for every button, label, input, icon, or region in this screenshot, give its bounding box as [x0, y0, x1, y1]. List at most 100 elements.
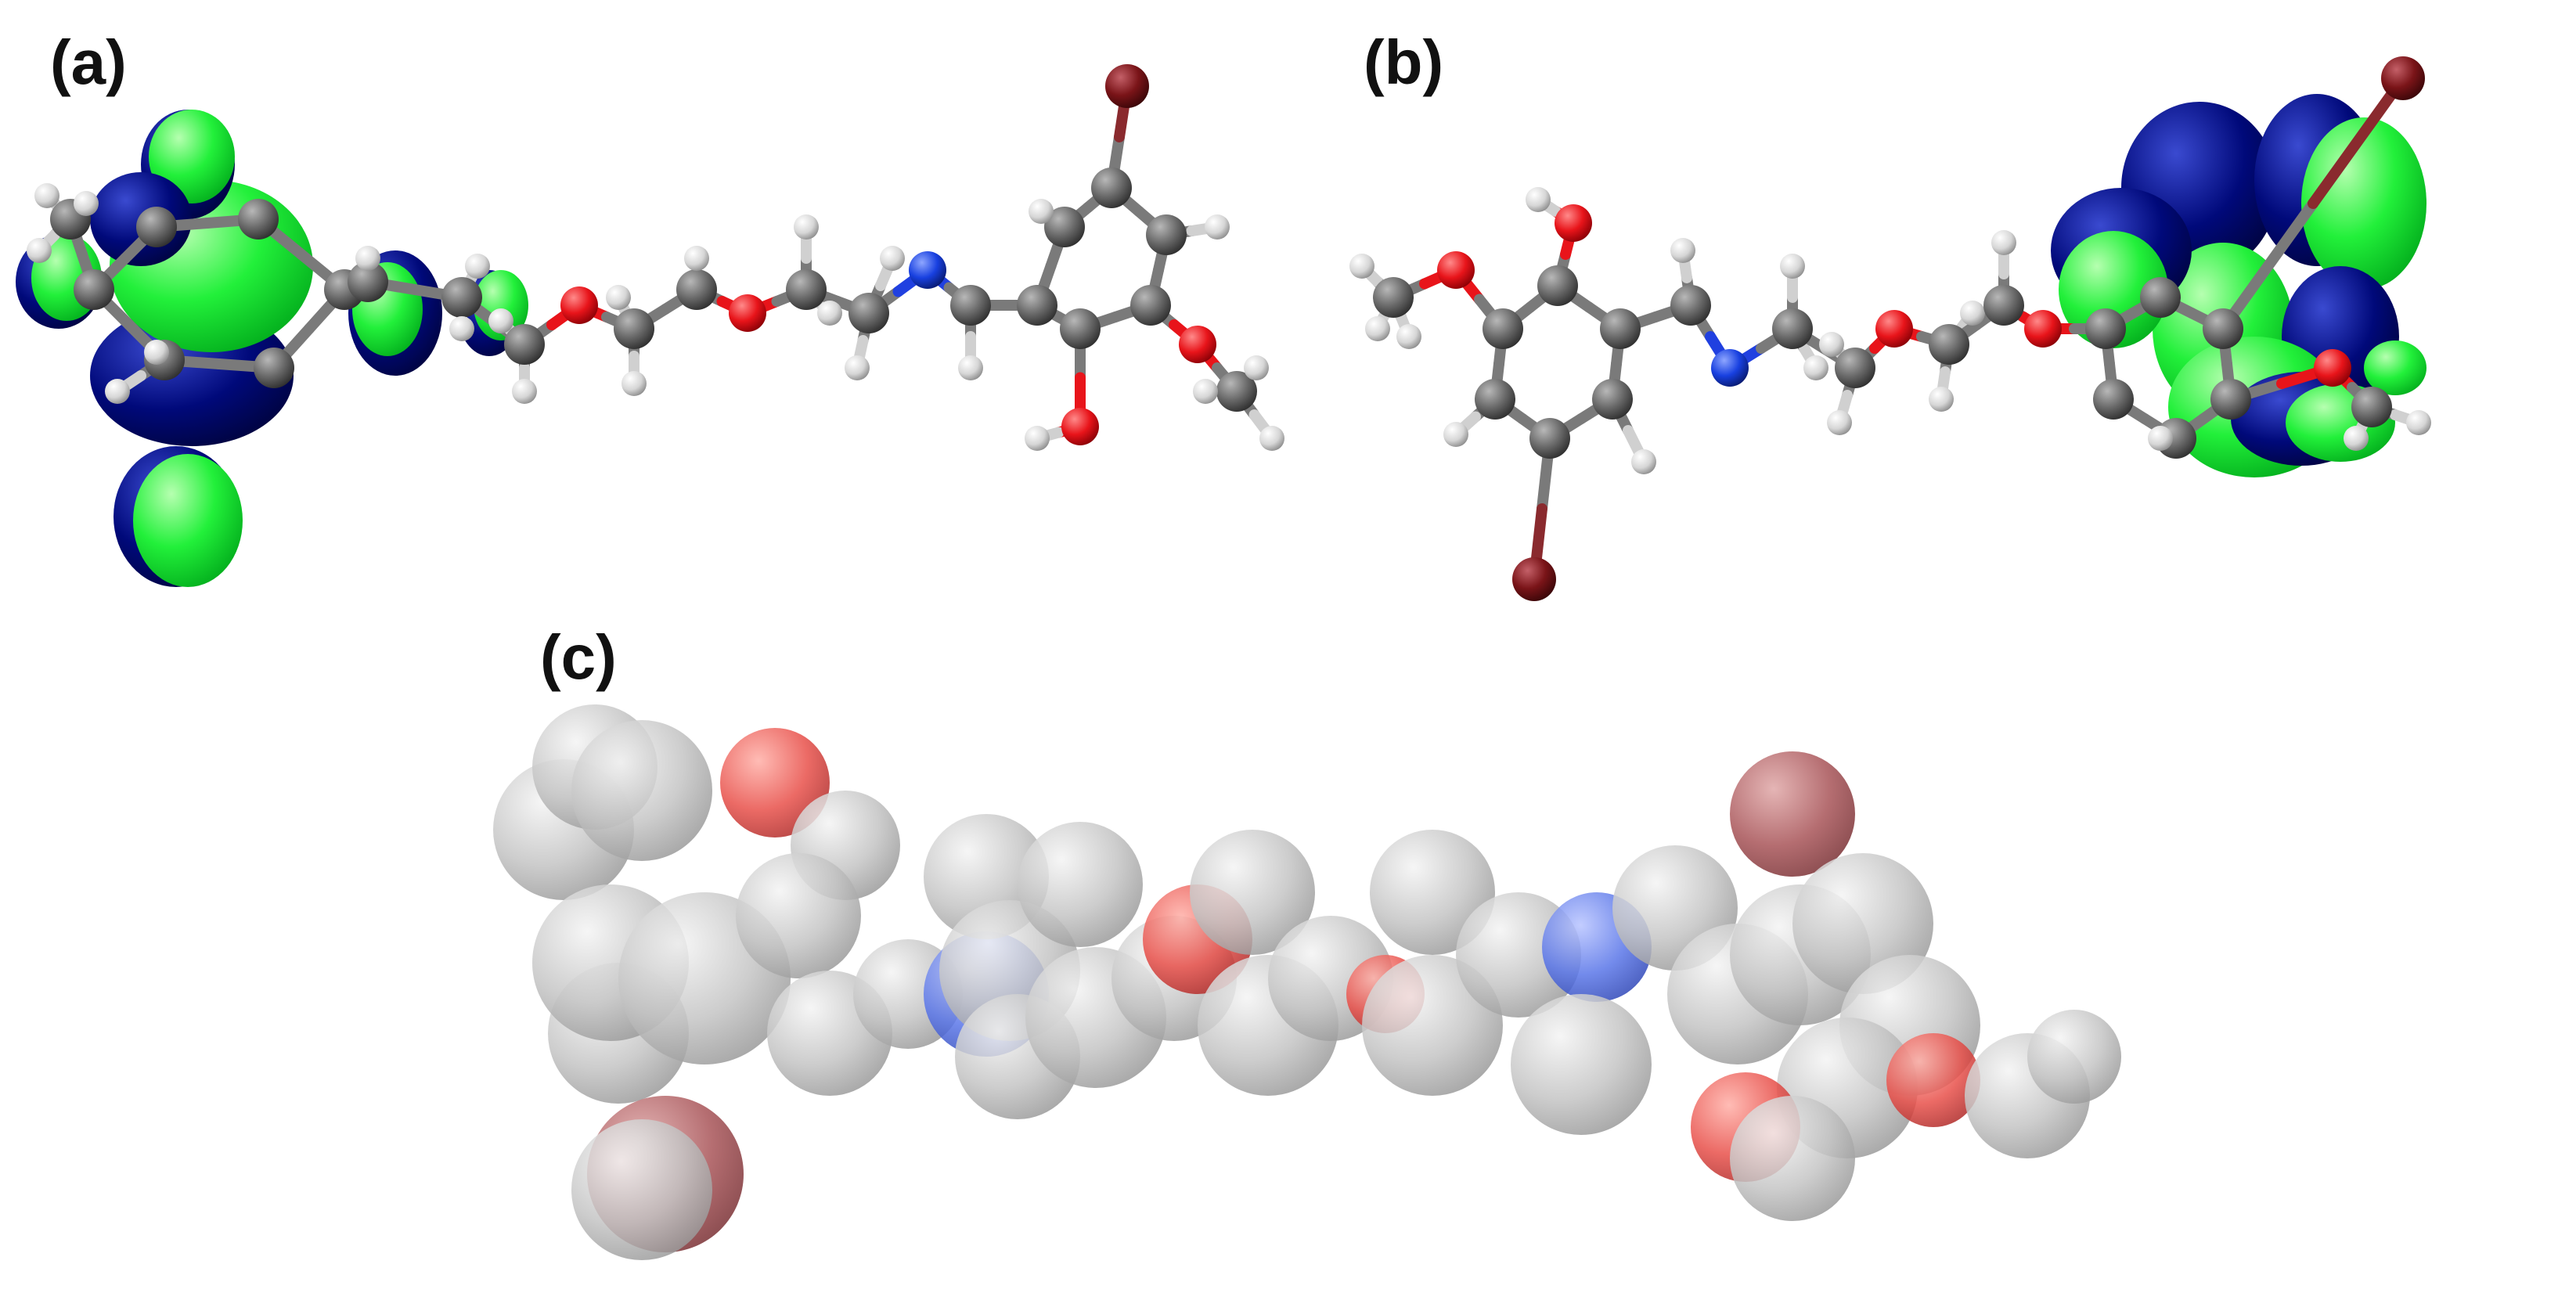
- mol-b-atom-c: [1529, 418, 1570, 459]
- mol-b-atom-h: [2406, 410, 2431, 435]
- orbital-lobe-positive: [2059, 231, 2168, 348]
- mol-b-atom-o: [1555, 204, 1592, 242]
- mol-a-atom-h: [621, 371, 647, 396]
- mol-b-atom-h: [1443, 422, 1468, 447]
- mol-b-atom-h: [1929, 387, 1954, 412]
- mol-b-bond: [2218, 198, 2318, 334]
- mol-a-atom-h: [1193, 379, 1218, 404]
- mol-b-atom-c: [2085, 308, 2126, 349]
- mol-a-atom-c: [1091, 168, 1132, 208]
- mol-a-atom-c: [950, 285, 991, 326]
- mol-b-atom-h: [2148, 426, 2173, 451]
- mol-b-atom-h: [2344, 426, 2369, 451]
- mol-a-atom-h: [817, 301, 842, 326]
- panel-label-b: (b): [1364, 27, 1444, 97]
- orbital-lobe-positive: [149, 110, 235, 204]
- mol-b-atom-n: [1711, 349, 1749, 387]
- atom-layer: [27, 56, 2431, 601]
- mol-a-atom-h: [34, 183, 59, 208]
- mol-a-atom-c: [1044, 207, 1085, 247]
- mol-a-atom-c: [1216, 371, 1257, 412]
- mol-a-atom-h: [488, 308, 513, 333]
- surface-sphere: [1190, 830, 1315, 955]
- mol-b-atom-h: [1670, 238, 1695, 263]
- mol-a-atom-h: [958, 355, 983, 380]
- mol-b-atom-br: [2381, 56, 2425, 100]
- mol-a-atom-h: [1205, 214, 1230, 240]
- mol-a-atom-h: [144, 340, 169, 365]
- mol-a-atom-c: [1130, 285, 1171, 326]
- mol-b-atom-c: [1483, 308, 1523, 349]
- mol-b-atom-c: [1475, 379, 1515, 420]
- mol-b-atom-h: [1526, 187, 1551, 212]
- surface-sphere: [1370, 830, 1495, 955]
- mol-b-atom-o: [2314, 349, 2351, 387]
- surface-sphere: [571, 1119, 712, 1260]
- mol-a-atom-c: [786, 269, 827, 310]
- mol-b-atom-h: [1631, 449, 1656, 474]
- mol-b-atom-c: [2203, 308, 2243, 349]
- mol-a-atom-c: [348, 261, 388, 302]
- mol-b-atom-br: [1512, 557, 1556, 601]
- panel-label-c: (c): [540, 622, 617, 692]
- mol-a-atom-c: [504, 324, 545, 365]
- mol-a-atom-h: [606, 285, 631, 310]
- mol-a-atom-n: [909, 251, 946, 289]
- mol-b-atom-c: [1373, 277, 1414, 318]
- mol-a-atom-c: [136, 207, 177, 247]
- mol-b-atom-c: [2093, 379, 2134, 420]
- panel-label-a: (a): [50, 27, 127, 97]
- mol-a-atom-c: [614, 308, 654, 349]
- mol-a-atom-h: [1259, 426, 1284, 451]
- mol-b-atom-o: [2024, 310, 2062, 348]
- mol-b-atom-h: [1396, 324, 1421, 349]
- surface-sphere: [720, 728, 830, 838]
- orbital-lobe-positive: [2364, 340, 2426, 395]
- mol-a-atom-c: [1060, 308, 1101, 349]
- mol-a-atom-c: [1146, 214, 1187, 255]
- mol-a-atom-h: [355, 246, 380, 271]
- mol-a-atom-c: [254, 348, 294, 388]
- surface-sphere: [1886, 1033, 1980, 1127]
- mol-b-atom-c: [2210, 379, 2251, 420]
- orbital-lobe-positive: [133, 454, 243, 587]
- surface-sphere: [736, 853, 861, 978]
- mol-a-atom-h: [74, 191, 99, 216]
- mol-b-atom-c: [1835, 348, 1875, 388]
- mol-a-atom-c: [676, 269, 717, 310]
- mol-a-atom-h: [105, 379, 130, 404]
- mol-b-atom-o: [1437, 251, 1475, 289]
- surface-sphere: [1730, 1096, 1855, 1221]
- mol-a-atom-c: [1017, 285, 1057, 326]
- mol-b-atom-h: [1803, 355, 1828, 380]
- mol-a-atom-c: [238, 199, 279, 240]
- mol-a-atom-h: [1025, 426, 1050, 451]
- mol-b-atom-h: [1960, 301, 1985, 326]
- mol-b-atom-c: [2351, 387, 2392, 427]
- mol-b-atom-h: [1365, 316, 1390, 341]
- mol-a-atom-c: [848, 293, 889, 333]
- mol-a-atom-c: [441, 277, 482, 318]
- mol-b-atom-c: [1592, 379, 1633, 420]
- mol-b-atom-h: [1991, 230, 2016, 255]
- mol-b-atom-c: [1983, 285, 2024, 326]
- surface-sphere: [1511, 994, 1652, 1135]
- mol-a-atom-h: [512, 379, 537, 404]
- mol-a-atom-o: [729, 294, 766, 332]
- surface-sphere: [2027, 1010, 2121, 1104]
- mol-a-atom-h: [845, 355, 870, 380]
- mol-a-atom-h: [27, 238, 52, 263]
- mol-a-atom-h: [794, 214, 819, 240]
- mol-b-atom-c: [1772, 308, 1813, 349]
- mol-b-atom-c: [1600, 308, 1641, 349]
- surface-sphere: [1018, 822, 1143, 947]
- mol-b-atom-c: [1929, 324, 1969, 365]
- mol-b-atom-c: [1670, 285, 1711, 326]
- mol-a-atom-h: [684, 246, 709, 271]
- mol-a-atom-h: [1244, 355, 1269, 380]
- mol-b-atom-o: [1875, 310, 1913, 348]
- mol-a-atom-o: [1179, 326, 1216, 363]
- mol-a-atom-h: [1029, 199, 1054, 224]
- mol-a-atom-br: [1105, 64, 1149, 108]
